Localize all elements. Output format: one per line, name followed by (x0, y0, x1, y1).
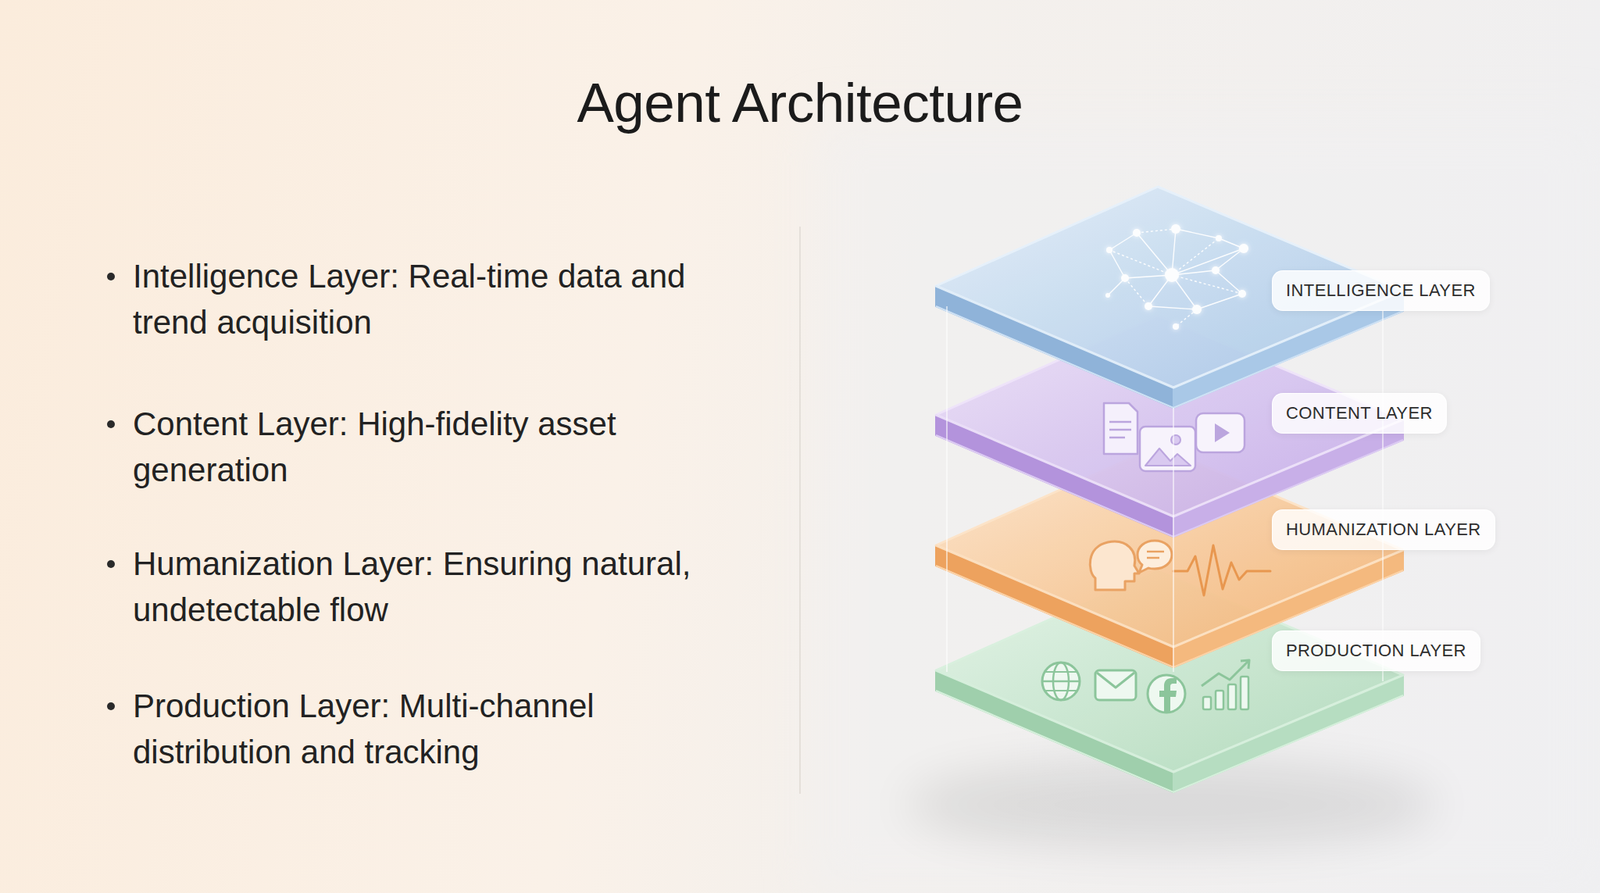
humanization-icons-part (1146, 557, 1160, 560)
production-icons-part (1096, 672, 1135, 688)
production-icons-part (1240, 660, 1250, 669)
bullet-dot (107, 560, 115, 568)
network-icon-part (1109, 232, 1137, 250)
bullet-text: Humanization Layer: Ensuring natural, un… (132, 540, 743, 633)
light-beam (946, 306, 1383, 682)
network-icon-part-part (1106, 246, 1113, 254)
panel-divider (800, 226, 801, 794)
network-icon-part-part (1144, 302, 1153, 311)
bullet-text: Content Layer: High-fidelity asset gener… (132, 400, 743, 493)
bullet-text: Production Layer: Multi-channel distribu… (132, 682, 743, 775)
network-icon-part (1171, 248, 1244, 275)
production-icons-part (1147, 675, 1186, 713)
humanization-icons-part (1173, 545, 1271, 596)
network-icon-part-part (1171, 224, 1181, 234)
production-icons (1042, 660, 1250, 713)
content-icons-part (1109, 428, 1132, 432)
production-icons-part (1159, 678, 1177, 713)
network-icon-part (1125, 278, 1149, 307)
panel-divider-part (799, 226, 801, 794)
network-icon-part-part (1164, 267, 1179, 283)
production-icons-part (1215, 690, 1224, 710)
light-beam-part (1172, 536, 1175, 672)
network-icon-part-part (1238, 289, 1247, 298)
humanization-icons (1089, 540, 1271, 596)
light-beam-part (1382, 310, 1384, 682)
layer-label-text: CONTENT LAYER (1285, 403, 1433, 423)
content-icons-part (1196, 413, 1245, 453)
production-icons-part (1042, 662, 1080, 700)
content-icons-part (1171, 435, 1181, 445)
network-icon-part-part (1215, 235, 1222, 242)
network-icon-part (1148, 306, 1197, 310)
network-icon-part (1215, 270, 1243, 294)
network-icon-part (1175, 228, 1219, 239)
production-icons-part (1228, 684, 1236, 710)
network-icon-part-part (1211, 266, 1220, 275)
bullet-dot (107, 420, 115, 429)
layer-label-pill: INTELLIGENCE LAYER (1271, 270, 1490, 311)
network-icon-part (1136, 232, 1172, 275)
right-panel-shade-part (812, 117, 1600, 893)
production-icons-part (1203, 696, 1211, 710)
network-icon-part (1109, 250, 1125, 279)
network-icon-part (1215, 248, 1244, 271)
network-icon-part (1105, 224, 1249, 330)
layer-label-text: INTELLIGENCE LAYER (1285, 280, 1476, 300)
network-icon-part (1109, 250, 1172, 275)
production-icons-part (1045, 671, 1077, 673)
bullet-item: Content Layer: High-fidelity asset gener… (132, 400, 743, 493)
content-icons-part (1109, 421, 1132, 424)
network-icon-part-part (1192, 304, 1202, 315)
network-icon (1105, 224, 1249, 330)
production-icons-part (1045, 689, 1077, 692)
bullet-item: Intelligence Layer: Real-time data and t… (132, 253, 743, 346)
production-icons-part (1042, 680, 1080, 683)
bullet-item: Production Layer: Multi-channel distribu… (132, 682, 743, 775)
network-icon-part (1136, 228, 1176, 233)
layer-label-pill: PRODUCTION LAYER (1271, 630, 1481, 672)
content-icons-part (1103, 403, 1138, 454)
humanization-icons-part (1146, 550, 1165, 554)
content-icons-part (1139, 426, 1196, 472)
network-icon-part-part (1105, 292, 1111, 298)
right-panel-shade (812, 117, 1600, 893)
content-icons-part (1214, 423, 1230, 443)
layer-label-pill: HUMANIZATION LAYER (1271, 509, 1496, 550)
production-icons-part (1201, 660, 1249, 686)
layer-label-text: HUMANIZATION LAYER (1285, 519, 1482, 540)
network-icon-part (1171, 238, 1219, 275)
content-icons-part (1109, 436, 1125, 440)
bullet-dot (107, 272, 115, 281)
light-beam-part (946, 306, 948, 672)
bullet-text: Intelligence Layer: Real-time data and t… (132, 253, 743, 346)
slide-title: Agent Architecture (0, 71, 1600, 135)
network-icon-part (1196, 293, 1243, 310)
network-icon-part-part (1239, 243, 1249, 254)
bullet-item: Humanization Layer: Ensuring natural, un… (132, 540, 743, 633)
humanization-icons-part (1089, 541, 1140, 590)
network-icon-part-part (1121, 274, 1129, 283)
network-icon-part-part (1172, 323, 1179, 330)
humanization-icons-part (1137, 540, 1172, 573)
network-icon-part (1125, 275, 1172, 279)
layer-label-pill: CONTENT LAYER (1271, 392, 1447, 434)
production-icons-part (1240, 676, 1249, 710)
layer-label-text: PRODUCTION LAYER (1285, 640, 1467, 661)
bullet-dot (107, 702, 115, 711)
content-icons-part (1145, 448, 1191, 466)
production-icons-part (1095, 670, 1136, 700)
network-icon-part-part (1132, 228, 1141, 237)
